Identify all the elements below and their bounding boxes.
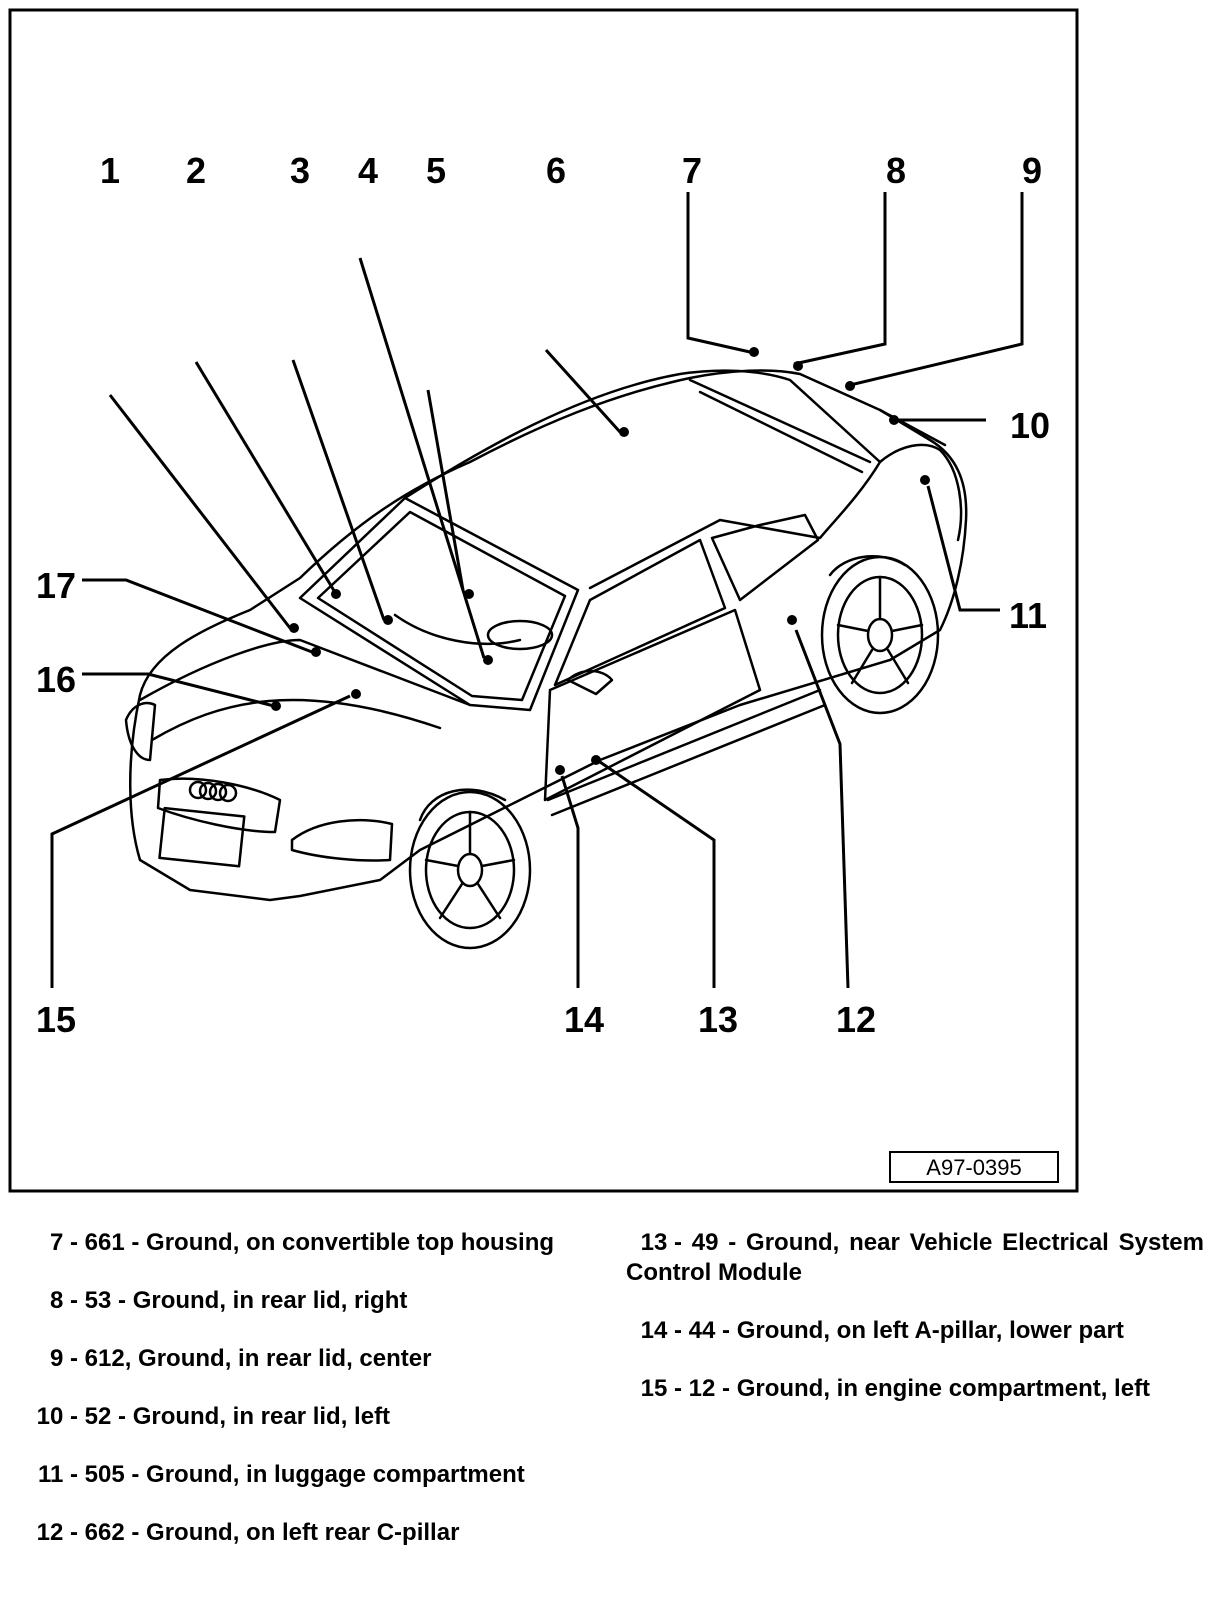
leader-12 (794, 629, 850, 989)
legend-item-13: 13 - 49 - Ground, near Vehicle Electrica… (626, 1228, 1204, 1288)
ground-point-1 (289, 623, 299, 633)
legend-text: 52 - Ground, in rear lid, left (84, 1403, 391, 1430)
legend-number: 15 - (640, 1375, 682, 1402)
leader-15 (50, 694, 351, 988)
ground-point-17 (311, 647, 321, 657)
legend-item-15: 15 - 12 - Ground, in engine compartment,… (626, 1374, 1204, 1404)
legend-item-9: 9 - 612, Ground, in rear lid, center (22, 1344, 598, 1374)
car-ground-locations-diagram: 1 2 3 4 5 6 7 8 9 10 11 12 13 14 15 16 1… (8, 8, 1079, 1193)
legend-number: 9 - (49, 1345, 78, 1372)
callout-2: 2 (186, 150, 206, 191)
legend-text: 505 - Ground, in luggage compartment (84, 1461, 525, 1488)
leader-13 (599, 760, 716, 988)
legend-number: 11 - (37, 1461, 78, 1488)
callout-4: 4 (358, 150, 378, 191)
car-illustration (124, 369, 968, 950)
ground-point-6 (619, 427, 629, 437)
callout-13: 13 (698, 999, 738, 1040)
ground-point-15 (351, 689, 361, 699)
callout-17: 17 (36, 565, 76, 606)
ground-points (271, 347, 930, 775)
ground-point-16 (271, 701, 281, 711)
leader-14 (560, 775, 580, 988)
legend-text: 53 - Ground, in rear lid, right (84, 1287, 408, 1314)
ground-point-10 (889, 415, 899, 425)
ground-point-12 (787, 615, 797, 625)
ground-point-14 (555, 765, 565, 775)
legend-item-7: 7 - 661 - Ground, on convertible top hou… (22, 1228, 598, 1258)
legend-item-14: 14 - 44 - Ground, on left A-pillar, lowe… (626, 1316, 1204, 1346)
legend-item-10: 10 - 52 - Ground, in rear lid, left (22, 1402, 598, 1432)
ground-point-4 (483, 655, 493, 665)
figure-frame (8, 8, 1079, 1193)
callout-11: 11 (1009, 595, 1047, 636)
legend-number: 14 - (640, 1317, 682, 1344)
callout-3: 3 (290, 150, 310, 191)
leader-7 (686, 192, 751, 354)
leader-6 (544, 348, 622, 434)
leader-9 (845, 192, 1024, 388)
leader-17 (82, 578, 313, 654)
legend-text: 49 - Ground, near Vehicle Electrical Sys… (626, 1229, 1204, 1286)
legend-item-12: 12 - 662 - Ground, on left rear C-pillar (22, 1518, 598, 1548)
callout-7: 7 (682, 150, 702, 191)
legend-number: 8 - (49, 1287, 78, 1314)
legend-item-11: 11 - 505 - Ground, in luggage compartmen… (22, 1460, 598, 1490)
ground-point-3 (383, 615, 393, 625)
figure-id: A97-0395 (926, 1155, 1021, 1180)
callout-1: 1 (100, 150, 120, 191)
leader-11 (926, 485, 1000, 612)
callout-5: 5 (426, 150, 446, 191)
leader-2 (194, 361, 338, 595)
ground-point-13 (591, 755, 601, 765)
callout-10: 10 (1010, 405, 1050, 446)
callout-15: 15 (36, 999, 76, 1040)
leader-16 (82, 672, 275, 708)
callout-8: 8 (886, 150, 906, 191)
ground-point-11 (920, 475, 930, 485)
legend-number: 13 - (640, 1229, 682, 1256)
ground-point-5 (464, 589, 474, 599)
leader-8 (793, 192, 887, 366)
legend-text: 612, Ground, in rear lid, center (84, 1345, 432, 1372)
callout-12: 12 (836, 999, 876, 1040)
legend-text: 12 - Ground, in engine compartment, left (688, 1375, 1151, 1402)
ground-point-2 (331, 589, 341, 599)
legend-text: 661 - Ground, on convertible top housing (84, 1229, 555, 1256)
leader-lines (50, 192, 1024, 989)
legend-item-8: 8 - 53 - Ground, in rear lid, right (22, 1286, 598, 1316)
figure-id-box (889, 1151, 1059, 1183)
callout-16: 16 (36, 659, 76, 700)
callout-numbers: 1 2 3 4 5 6 7 8 9 10 11 12 13 14 15 16 1… (36, 150, 1050, 1040)
leader-5 (426, 389, 465, 591)
legend-text: 662 - Ground, on left rear C-pillar (84, 1519, 460, 1546)
ground-point-7 (749, 347, 759, 357)
legend-number: 10 - (36, 1403, 78, 1430)
callout-9: 9 (1022, 150, 1042, 191)
leader-4 (358, 257, 486, 659)
ground-point-9 (845, 381, 855, 391)
legend-text: 44 - Ground, on left A-pillar, lower par… (688, 1317, 1124, 1344)
legend-number: 7 - (49, 1229, 78, 1256)
leader-3 (291, 359, 386, 621)
legend-left-column: 7 - 661 - Ground, on convertible top hou… (22, 1228, 598, 1576)
callout-6: 6 (546, 150, 566, 191)
legend-right-column: 13 - 49 - Ground, near Vehicle Electrica… (626, 1228, 1204, 1432)
leader-1 (108, 394, 292, 629)
callout-14: 14 (564, 999, 604, 1040)
ground-point-8 (793, 361, 803, 371)
legend-number: 12 - (36, 1519, 78, 1546)
